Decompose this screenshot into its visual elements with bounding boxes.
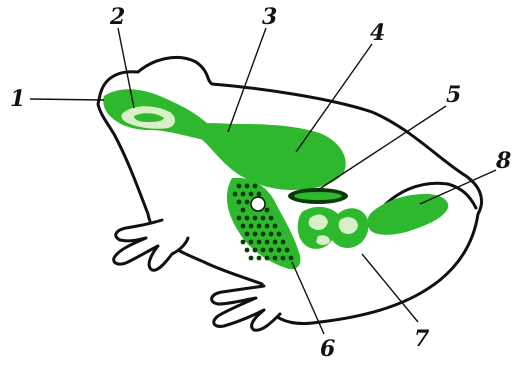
label-4: 4 bbox=[370, 20, 385, 46]
leader-line-1 bbox=[30, 99, 104, 100]
liver-dot bbox=[249, 256, 254, 261]
liver-dot bbox=[241, 240, 246, 245]
liver-dot bbox=[265, 224, 270, 229]
liver-dot bbox=[277, 248, 282, 253]
label-5: 5 bbox=[446, 82, 461, 108]
liver-dot bbox=[245, 200, 250, 205]
liver-dot bbox=[245, 184, 250, 189]
liver-dot bbox=[265, 240, 270, 245]
liver-dot bbox=[289, 256, 294, 261]
liver-dot bbox=[273, 224, 278, 229]
label-8: 8 bbox=[495, 148, 511, 174]
liver-dot bbox=[277, 232, 282, 237]
liver-dot bbox=[249, 224, 254, 229]
liver-dot bbox=[237, 184, 242, 189]
liver-dot bbox=[237, 216, 242, 221]
dark-oval-highlight bbox=[294, 192, 342, 200]
liver-dot bbox=[249, 240, 254, 245]
liver-dot bbox=[257, 192, 262, 197]
liver-dot bbox=[253, 216, 258, 221]
liver-dot bbox=[245, 248, 250, 253]
liver-dot bbox=[237, 200, 242, 205]
liver-dot bbox=[245, 232, 250, 237]
liver-dot bbox=[253, 184, 258, 189]
label-1: 1 bbox=[10, 86, 25, 112]
liver-dot bbox=[257, 240, 262, 245]
liver-dot bbox=[249, 192, 254, 197]
liver-dot bbox=[281, 240, 286, 245]
label-3: 3 bbox=[262, 4, 277, 30]
liver-dot bbox=[265, 256, 270, 261]
liver-dot bbox=[261, 216, 266, 221]
liver-dot bbox=[281, 256, 286, 261]
liver-dot bbox=[233, 192, 238, 197]
label-6: 6 bbox=[320, 336, 335, 362]
liver-dot bbox=[253, 232, 258, 237]
label-2: 2 bbox=[109, 4, 125, 30]
liver-dot bbox=[285, 248, 290, 253]
liver-dot bbox=[273, 256, 278, 261]
liver-dot bbox=[261, 232, 266, 237]
liver-dot bbox=[261, 248, 266, 253]
liver-dot bbox=[253, 248, 258, 253]
liver-dot bbox=[241, 192, 246, 197]
liver-dot bbox=[269, 232, 274, 237]
liver-dot bbox=[241, 208, 246, 213]
liver-dot bbox=[257, 224, 262, 229]
liver-dot bbox=[241, 224, 246, 229]
liver-dot bbox=[245, 216, 250, 221]
label-7: 7 bbox=[414, 326, 430, 352]
liver-dot bbox=[257, 256, 262, 261]
liver-dot bbox=[269, 216, 274, 221]
liver-dot bbox=[265, 208, 270, 213]
liver-dot bbox=[273, 240, 278, 245]
gall-bladder bbox=[251, 197, 265, 211]
liver-dot bbox=[269, 248, 274, 253]
